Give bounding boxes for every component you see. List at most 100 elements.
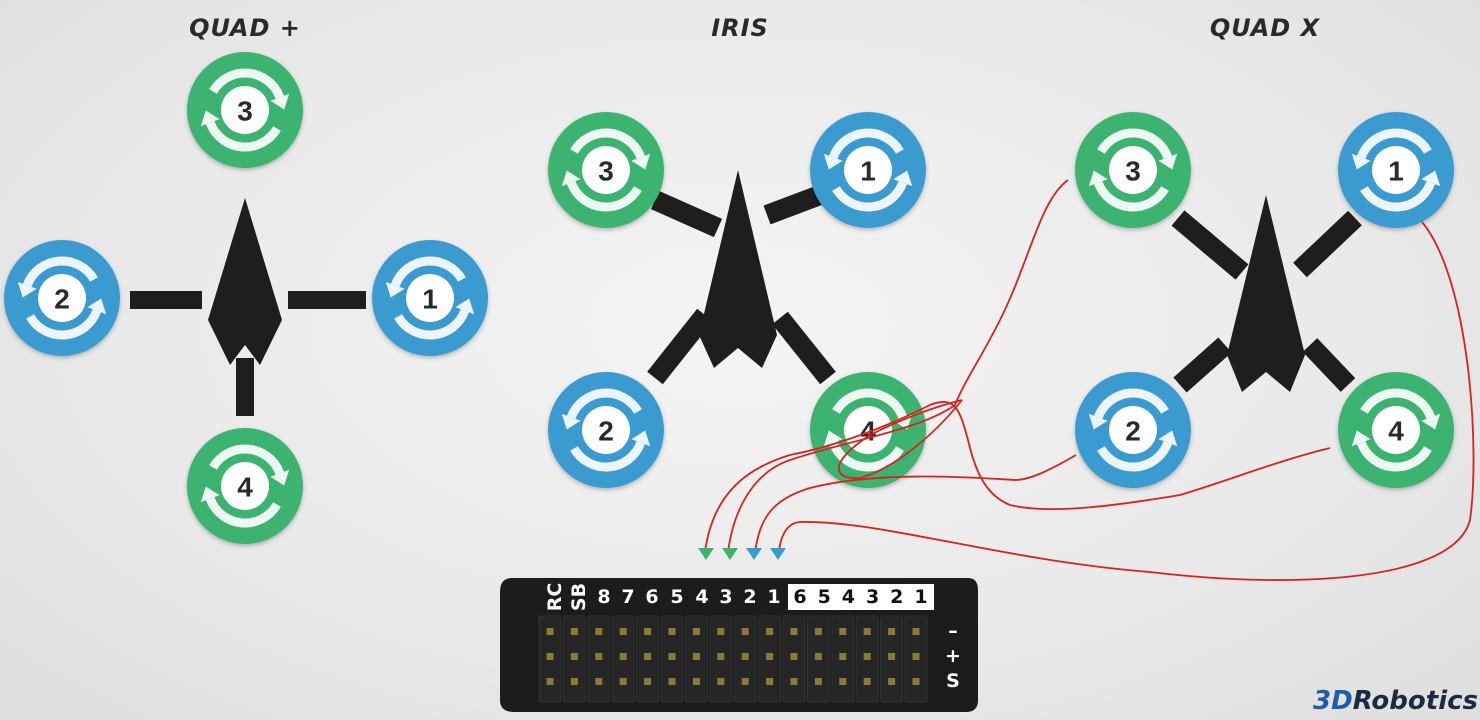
header-pin [546,678,554,685]
motor-hub [1109,146,1157,194]
header-pin [790,628,798,635]
motor-quad-plus-4: 4 [187,428,303,544]
header-pin [570,678,578,685]
board-label-5: 5 [670,586,683,608]
wire-motor-4 [704,401,1331,553]
motor-quad-plus-3: 3 [187,52,303,168]
header-pin [863,653,871,660]
motor-iris-3: 3 [548,112,664,228]
motor-hub [1372,406,1420,454]
header-pin [790,678,798,685]
board-aux-label-4: 4 [842,586,855,608]
board-aux-label-3: 3 [866,586,879,608]
motor-number: 4 [237,472,253,503]
motor-number: 3 [1125,156,1141,187]
quad-plus-arrow [208,198,282,365]
motor-hub [38,274,86,322]
header-pin [619,628,627,635]
clockwise-rotation-icon [1351,388,1441,472]
pin-row-labels: –+S [945,620,961,692]
config-title-iris: IRIS [711,14,769,42]
pin-header [538,615,928,703]
header-pin [814,678,822,685]
header-pin [619,678,627,685]
header-pin [863,628,871,635]
header-pin [717,653,725,660]
pin-row-label-1: + [945,645,961,667]
motor-number: 1 [1388,156,1404,187]
header-pin [692,678,700,685]
motor-quad-plus-2: 2 [4,240,120,356]
wire-loop [837,399,963,479]
header-pin [741,678,749,685]
header-pin [741,653,749,660]
connector-marker-4 [770,548,786,560]
header-pin [692,653,700,660]
iris-arrow [699,170,777,368]
motor-quad-plus-1: 1 [372,240,488,356]
header-pin [741,628,749,635]
aux-label-panel [788,584,934,610]
config-title-quad-x: QUAD X [1209,14,1321,42]
connector-marker-3 [746,548,762,560]
config-title-quad-plus: QUAD + [189,14,301,42]
header-pin [717,628,725,635]
iris-frame [647,170,836,385]
wire-motor-1 [778,221,1475,581]
motor-number: 1 [860,156,876,187]
board-label-4: 4 [695,586,708,608]
header-pin [888,628,896,635]
header-pin [595,678,603,685]
header-pin [668,653,676,660]
signal-wires [704,179,1475,581]
header-pin [668,678,676,685]
wire-motor-3 [727,179,1069,553]
wire-motor-2 [754,454,1077,553]
motor-hub [406,274,454,322]
header-pin [668,628,676,635]
motor-iris-2: 2 [548,372,664,488]
motor-quad-x-4: 4 [1338,372,1454,488]
motor-iris-4: 4 [810,372,926,488]
connector-marker-2 [722,548,738,560]
motor-iris-1: 1 [810,112,926,228]
motor-quad-x-1: 1 [1338,112,1454,228]
motor-hub [582,146,630,194]
motor-number: 3 [237,96,253,127]
motor-quad-x-2: 2 [1075,372,1191,488]
connector-markers [698,548,786,560]
header-pin [692,628,700,635]
clockwise-rotation-icon [200,68,290,152]
pin-row-label-2: S [946,670,960,692]
quad-plus-arms [130,291,366,416]
motor-quad-x-3: 3 [1075,112,1191,228]
header-pin [595,653,603,660]
header-pin [570,628,578,635]
motor-number: 2 [598,416,614,447]
board-label-2: 2 [743,586,756,608]
board-label-6: 6 [645,586,658,608]
header-pin [839,628,847,635]
header-pin [912,628,920,635]
board-label-7: 7 [621,586,634,608]
header-pin [595,628,603,635]
header-pin [912,653,920,660]
board-aux-label-5: 5 [818,586,831,608]
quad-x-frame [1171,195,1362,393]
header-pin [814,653,822,660]
motor-number: 3 [598,156,614,187]
motor-hub [582,406,630,454]
counterclockwise-rotation-icon [823,128,913,212]
header-pin [546,653,554,660]
header-pin [766,678,774,685]
board-label-3: 3 [719,586,732,608]
header-pin [839,678,847,685]
motors-layer: 3 2 1 4 3 1 2 4 3 1 2 4 [4,52,1454,544]
motor-number: 2 [1125,416,1141,447]
header-pin [814,628,822,635]
board-aux-label-2: 2 [890,586,903,608]
header-pin [546,628,554,635]
board-aux-label-1: 1 [914,586,927,608]
